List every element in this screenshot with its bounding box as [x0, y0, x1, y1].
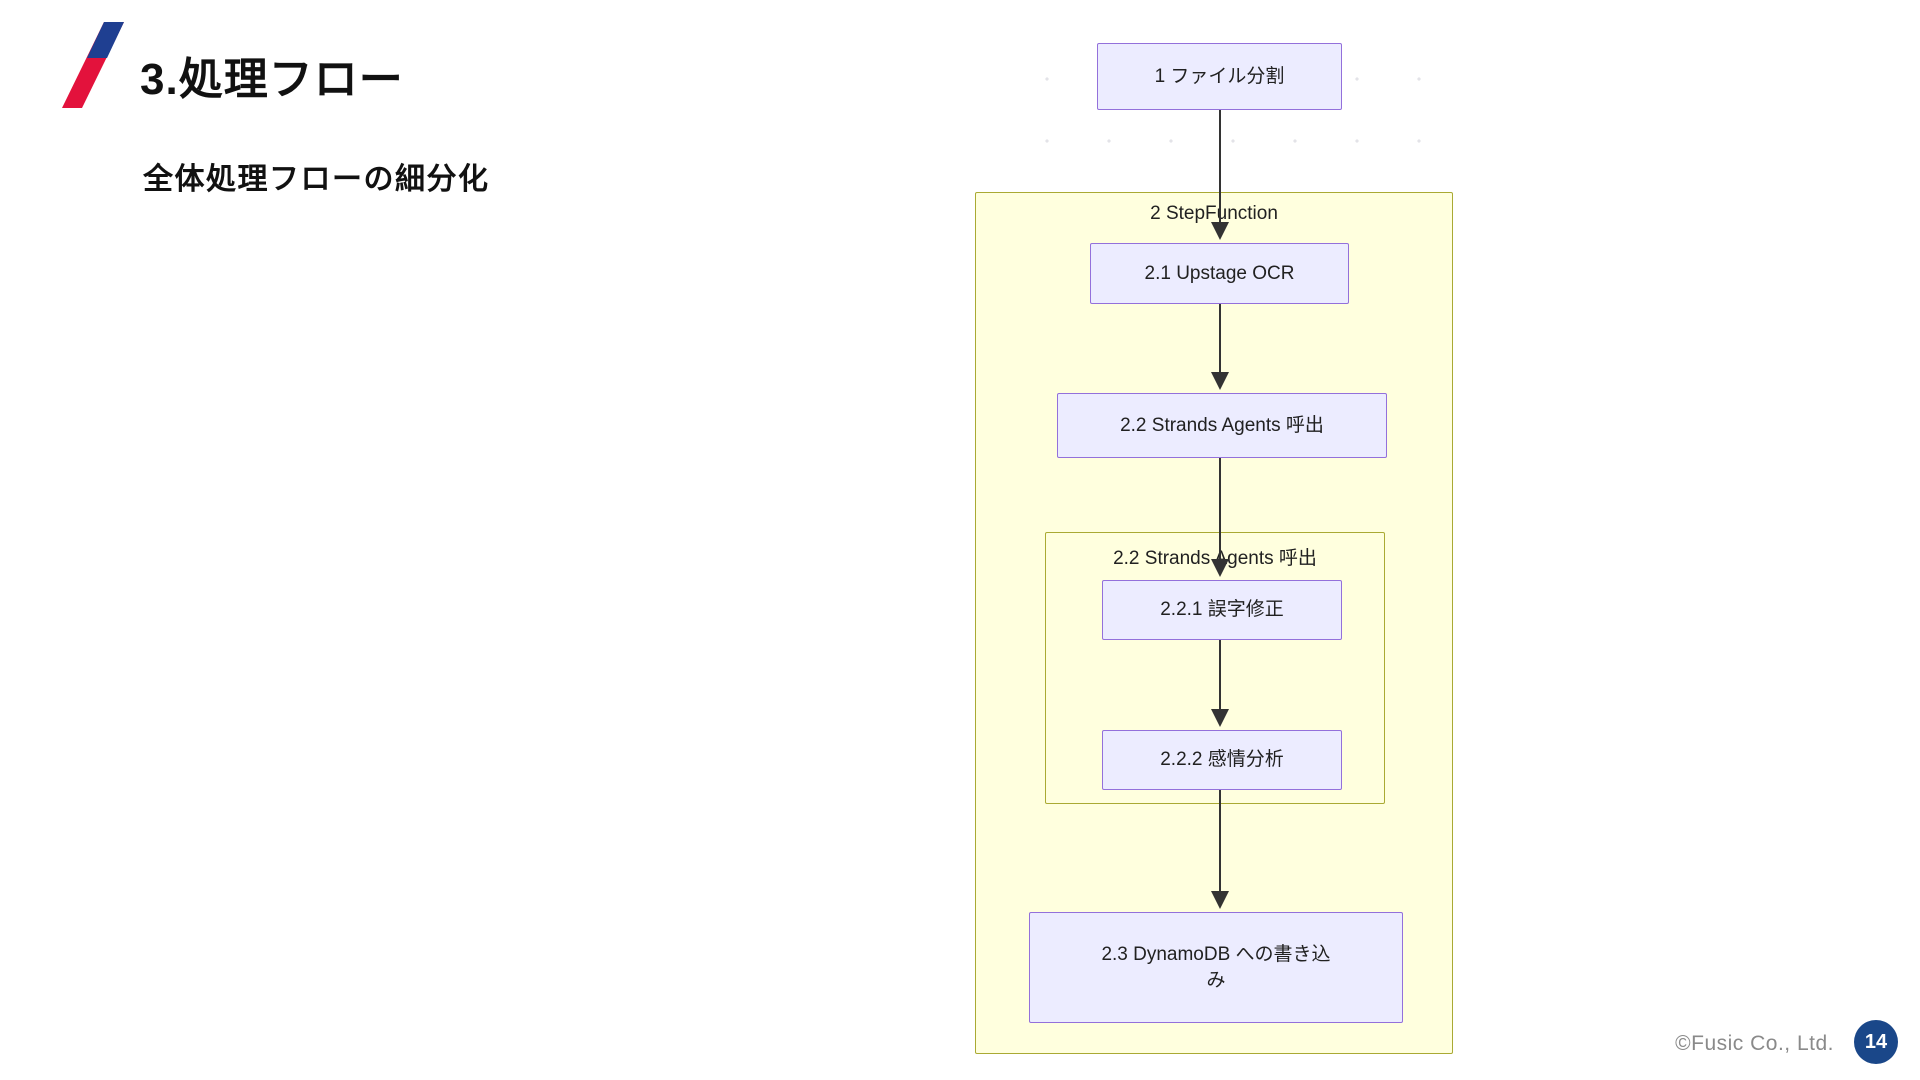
- node-typo-correction[interactable]: 2.2.1 誤字修正: [1102, 580, 1342, 640]
- node-dynamodb-write[interactable]: 2.3 DynamoDB への書き込 み: [1029, 912, 1403, 1023]
- fusic-logo-icon: [62, 22, 124, 108]
- page-title: 3.処理フロー: [140, 55, 404, 104]
- footer-copyright: ©Fusic Co., Ltd.: [1675, 1032, 1834, 1055]
- node-typo-correction-label: 2.2.1 誤字修正: [1160, 599, 1284, 621]
- node-upstage-ocr[interactable]: 2.1 Upstage OCR: [1090, 243, 1349, 304]
- cluster-strands-agents-label: 2.2 Strands Agents 呼出: [1113, 548, 1317, 569]
- node-strands-agents-call[interactable]: 2.2 Strands Agents 呼出: [1057, 393, 1387, 458]
- node-file-split-label: 1 ファイル分割: [1154, 65, 1285, 87]
- node-upstage-ocr-label: 2.1 Upstage OCR: [1144, 262, 1295, 284]
- node-sentiment-analysis[interactable]: 2.2.2 感情分析: [1102, 730, 1342, 790]
- node-sentiment-analysis-label: 2.2.2 感情分析: [1160, 749, 1284, 771]
- cluster-stepfunction-label: 2 StepFunction: [1150, 203, 1278, 224]
- page-subtitle: 全体処理フローの細分化: [143, 163, 490, 196]
- page-number-badge: 14: [1854, 1020, 1898, 1064]
- node-dynamodb-write-label-line2: み: [1206, 969, 1226, 991]
- node-strands-agents-call-label: 2.2 Strands Agents 呼出: [1120, 414, 1324, 436]
- node-dynamodb-write-label-line1: 2.3 DynamoDB への書き込: [1101, 943, 1331, 965]
- flowchart-diagram: 2 StepFunction 2.2 Strands Agents 呼出 1 フ…: [975, 28, 1475, 1054]
- node-file-split[interactable]: 1 ファイル分割: [1097, 43, 1342, 110]
